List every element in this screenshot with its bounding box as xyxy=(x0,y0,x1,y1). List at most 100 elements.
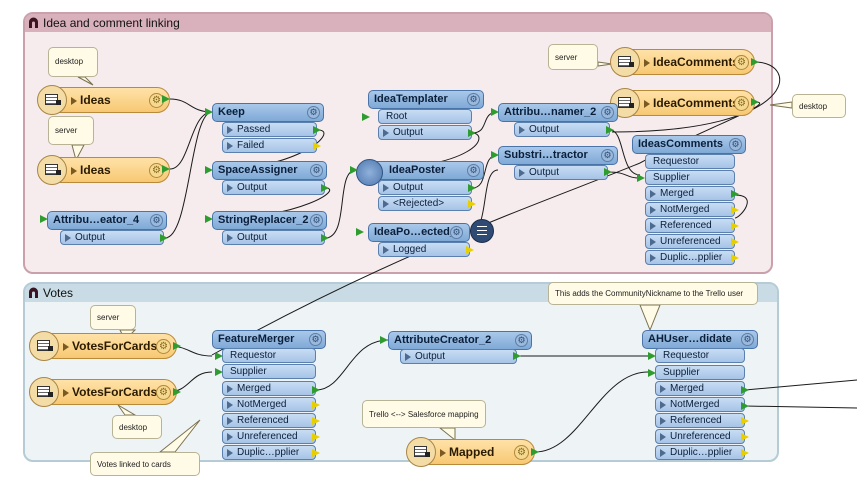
gear-icon[interactable]: ⚙ xyxy=(514,445,529,460)
port-logged[interactable]: Logged xyxy=(378,242,470,257)
table-reader-icon xyxy=(37,85,67,115)
reader-ideas[interactable]: Ideas ⚙ xyxy=(37,155,170,185)
reader-name: VotesForCards xyxy=(72,339,158,353)
gear-icon[interactable]: ⚙ xyxy=(729,138,742,151)
annotation-desktop[interactable]: desktop xyxy=(48,47,98,77)
wire xyxy=(744,379,857,391)
transformer-attribute-creator-4[interactable]: Attribu…eator_4 ⚙ xyxy=(47,211,167,230)
annotation-community-nickname[interactable]: This adds the CommunityNickname to the T… xyxy=(548,282,758,305)
port-output[interactable]: Output xyxy=(222,180,325,195)
triangle-right-icon xyxy=(650,222,656,230)
gear-icon[interactable]: ⚙ xyxy=(601,149,614,162)
port-supplier[interactable]: Supplier xyxy=(222,364,316,379)
annotation-desktop[interactable]: desktop xyxy=(792,94,846,118)
triangle-right-icon xyxy=(227,184,233,192)
transformer-idea-templater[interactable]: IdeaTemplater ⚙ xyxy=(368,90,484,109)
port-output[interactable]: Output xyxy=(514,122,610,137)
port-requestor[interactable]: Requestor xyxy=(645,154,735,169)
gear-icon[interactable]: ⚙ xyxy=(467,164,480,177)
unused-port-marker xyxy=(466,246,474,254)
output-port-marker xyxy=(173,388,181,396)
annotation-server[interactable]: server xyxy=(90,305,136,330)
port-merged[interactable]: Merged xyxy=(222,381,316,396)
gear-icon[interactable]: ⚙ xyxy=(310,214,323,227)
reader-idea-comments[interactable]: IdeaComments ⚙ xyxy=(610,88,755,118)
annotation-desktop[interactable]: desktop xyxy=(112,415,162,439)
gear-icon[interactable]: ⚙ xyxy=(156,385,171,400)
port-passed[interactable]: Passed xyxy=(222,122,317,137)
input-port-marker xyxy=(637,174,645,182)
transformer-keep[interactable]: Keep ⚙ xyxy=(212,103,324,122)
port-output[interactable]: Output xyxy=(400,349,517,364)
port-merged[interactable]: Merged xyxy=(655,381,745,396)
unused-port-marker xyxy=(741,417,749,425)
triangle-right-icon xyxy=(383,200,389,208)
port-duplicate-supplier[interactable]: Duplic…pplier xyxy=(645,250,735,265)
output-port-marker xyxy=(751,58,759,66)
port-not-merged[interactable]: NotMerged xyxy=(645,202,735,217)
gear-icon[interactable]: ⚙ xyxy=(450,226,463,239)
annotation-votes-linked[interactable]: Votes linked to cards xyxy=(90,452,200,476)
transformer-idea-poster[interactable]: IdeaPoster ⚙ xyxy=(356,159,484,186)
gear-icon[interactable]: ⚙ xyxy=(310,164,323,177)
reader-votes-for-cards[interactable]: VotesForCards ⚙ xyxy=(29,331,177,361)
transformer-attribute-creator-2[interactable]: AttributeCreator_2 ⚙ xyxy=(388,331,532,350)
annotation-server[interactable]: server xyxy=(48,116,94,145)
transformer-logger[interactable]: IdeaPo…ected_ ⚙ xyxy=(368,223,470,242)
gear-icon[interactable]: ⚙ xyxy=(601,106,614,119)
port-root[interactable]: Root xyxy=(378,109,472,124)
transformer-name: AHUser…didate xyxy=(648,333,732,345)
unused-port-marker xyxy=(731,222,739,230)
annotation-server[interactable]: server xyxy=(548,44,598,70)
input-port-marker xyxy=(362,113,370,121)
gear-icon[interactable]: ⚙ xyxy=(515,334,528,347)
reader-votes-for-cards[interactable]: VotesForCards ⚙ xyxy=(29,377,177,407)
port-unreferenced[interactable]: Unreferenced xyxy=(645,234,735,249)
gear-icon[interactable]: ⚙ xyxy=(309,333,322,346)
port-output[interactable]: Output xyxy=(60,230,164,245)
port-requestor[interactable]: Requestor xyxy=(222,348,316,363)
port-supplier[interactable]: Supplier xyxy=(655,365,745,380)
gear-icon[interactable]: ⚙ xyxy=(734,96,749,111)
transformer-feature-merger[interactable]: FeatureMerger ⚙ xyxy=(212,330,326,349)
unused-port-marker xyxy=(313,142,321,150)
gear-icon[interactable]: ⚙ xyxy=(741,333,754,346)
port-duplicate-supplier[interactable]: Duplic…pplier xyxy=(222,445,316,460)
transformer-string-replacer[interactable]: StringReplacer_2 ⚙ xyxy=(212,211,327,230)
port-output[interactable]: Output xyxy=(378,125,472,140)
output-port-marker xyxy=(741,402,749,410)
transformer-attribute-renamer-2[interactable]: Attribu…namer_2 ⚙ xyxy=(498,103,618,122)
gear-icon[interactable]: ⚙ xyxy=(734,55,749,70)
gear-icon[interactable]: ⚙ xyxy=(149,93,164,108)
bookmark-title: Idea and comment linking xyxy=(43,16,180,30)
triangle-right-icon xyxy=(440,449,446,457)
transformer-substring-extractor[interactable]: Substri…tractor ⚙ xyxy=(498,146,618,165)
bookmark-header[interactable]: Idea and comment linking xyxy=(25,14,771,32)
triangle-right-icon xyxy=(660,449,666,457)
transformer-space-assigner[interactable]: SpaceAssigner ⚙ xyxy=(212,161,327,180)
port-output[interactable]: Output xyxy=(378,180,472,195)
port-unreferenced[interactable]: Unreferenced xyxy=(222,429,316,444)
triangle-right-icon xyxy=(383,246,389,254)
gear-icon[interactable]: ⚙ xyxy=(150,214,163,227)
gear-icon[interactable]: ⚙ xyxy=(307,106,320,119)
port-supplier[interactable]: Supplier xyxy=(645,170,735,185)
output-port-marker xyxy=(321,234,329,242)
output-port-marker xyxy=(321,184,329,192)
transformer-name: IdeaTemplater xyxy=(374,93,448,105)
reader-mapped[interactable]: Mapped ⚙ xyxy=(406,437,535,467)
triangle-right-icon xyxy=(65,234,71,242)
note-tail xyxy=(639,304,661,332)
port-requestor[interactable]: Requestor xyxy=(655,348,745,363)
triangle-right-icon xyxy=(660,401,666,409)
gear-icon[interactable]: ⚙ xyxy=(467,93,480,106)
port-failed[interactable]: Failed xyxy=(222,138,317,153)
input-port-marker xyxy=(205,166,213,174)
gear-icon[interactable]: ⚙ xyxy=(156,339,171,354)
reader-ideas[interactable]: Ideas ⚙ xyxy=(37,85,170,115)
table-reader-icon xyxy=(406,437,436,467)
transformer-ideas-comments-merger[interactable]: IdeasComments ⚙ xyxy=(632,135,746,154)
reader-idea-comments[interactable]: IdeaComments ⚙ xyxy=(610,47,755,77)
input-port-marker xyxy=(215,368,223,376)
annotation-trello-mapping[interactable]: Trello <--> Salesforce mapping xyxy=(362,400,486,428)
